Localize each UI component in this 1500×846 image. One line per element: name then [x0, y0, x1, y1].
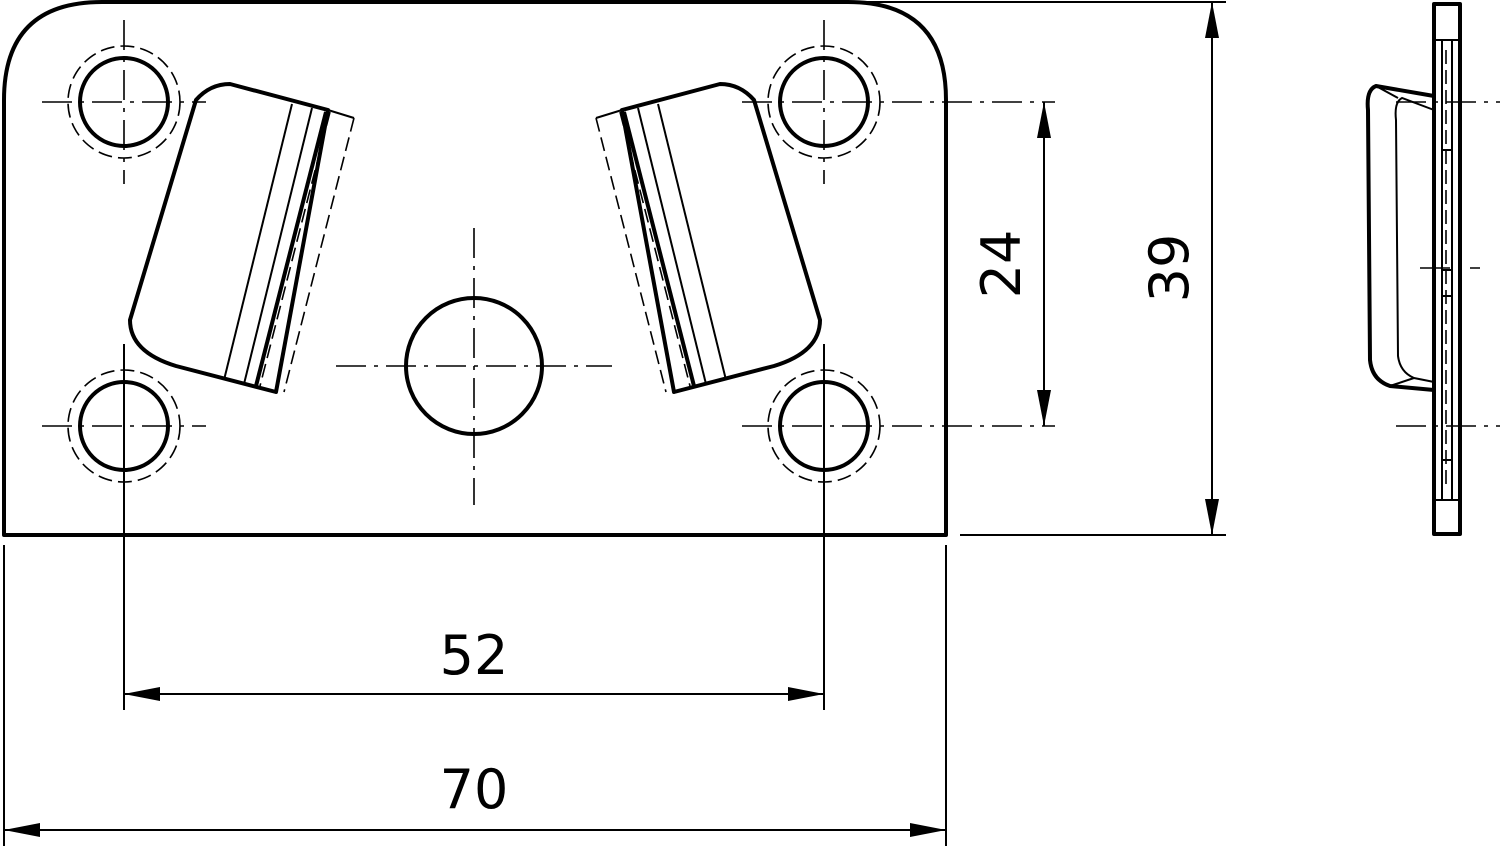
dimension-label-39: 39 — [1138, 234, 1201, 303]
mounting-hole-bottom-right — [742, 344, 1055, 710]
mounting-hole-top-right — [742, 20, 1055, 184]
dimension-hole-spacing-horizontal: 52 — [124, 624, 824, 701]
plate-outline — [2, 0, 948, 537]
center-hole — [336, 228, 612, 505]
dimension-label-52: 52 — [440, 624, 509, 687]
mounting-hole-top-left — [42, 20, 206, 184]
dimension-label-24: 24 — [970, 230, 1033, 299]
dimension-hole-spacing-vertical: 24 — [970, 102, 1051, 426]
dimension-label-70: 70 — [440, 758, 509, 821]
mounting-hole-bottom-left — [42, 344, 206, 710]
dimension-plate-width: 70 — [3, 545, 947, 846]
side-view — [1365, 2, 1500, 536]
dimension-plate-height: 39 — [860, 1, 1226, 536]
bent-tab-right — [595, 82, 822, 394]
front-view — [2, 0, 1055, 710]
bent-tab-left — [128, 82, 355, 394]
